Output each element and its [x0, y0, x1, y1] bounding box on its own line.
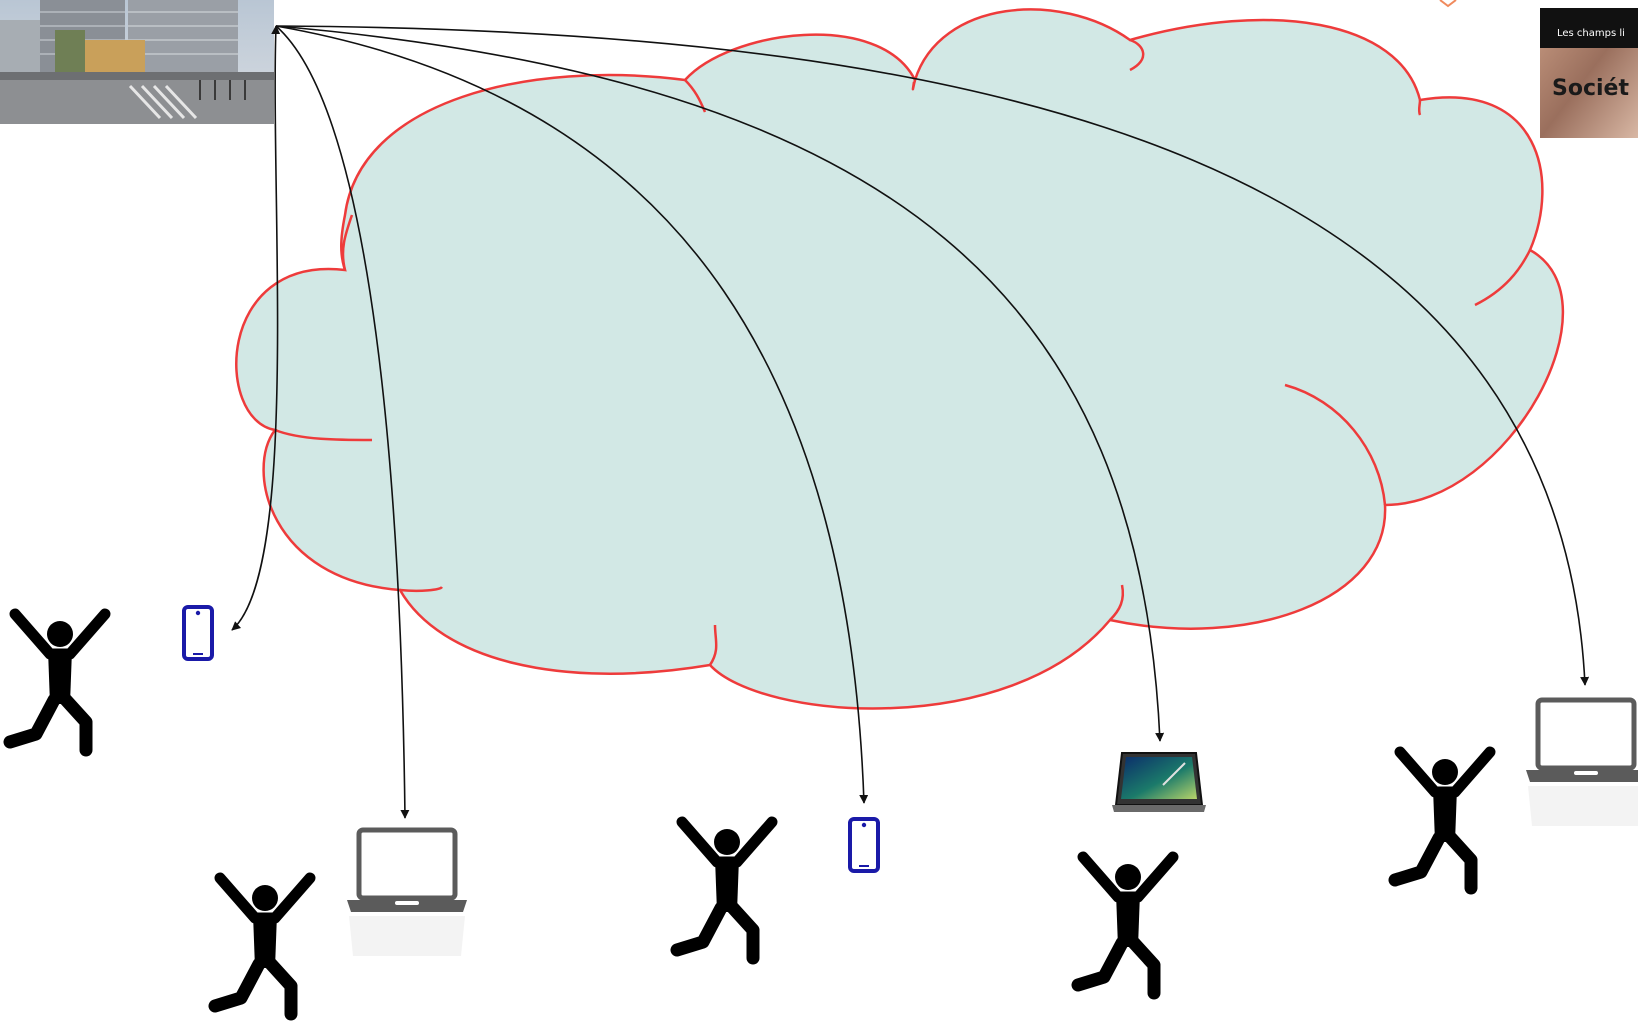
person-jumping-icon	[215, 878, 310, 1014]
book-header-text: Les champs li	[1557, 28, 1625, 39]
person-jumping-icon	[677, 822, 772, 958]
laptop-icon	[347, 830, 467, 956]
book-cover-thumbnail: Les champs li Sociét	[1540, 8, 1638, 138]
smartphone-icon	[850, 819, 878, 871]
building-photo	[0, 0, 274, 124]
smartphone-icon	[184, 607, 212, 659]
cloud-shape	[236, 9, 1563, 708]
person-jumping-icon	[10, 614, 105, 750]
tablet-icon	[1112, 753, 1206, 812]
orange-mark	[1440, 0, 1456, 6]
person-jumping-icon	[1395, 752, 1490, 888]
laptop-icon	[1526, 700, 1638, 826]
book-title-text: Sociét	[1552, 76, 1629, 101]
person-jumping-icon	[1078, 857, 1173, 993]
